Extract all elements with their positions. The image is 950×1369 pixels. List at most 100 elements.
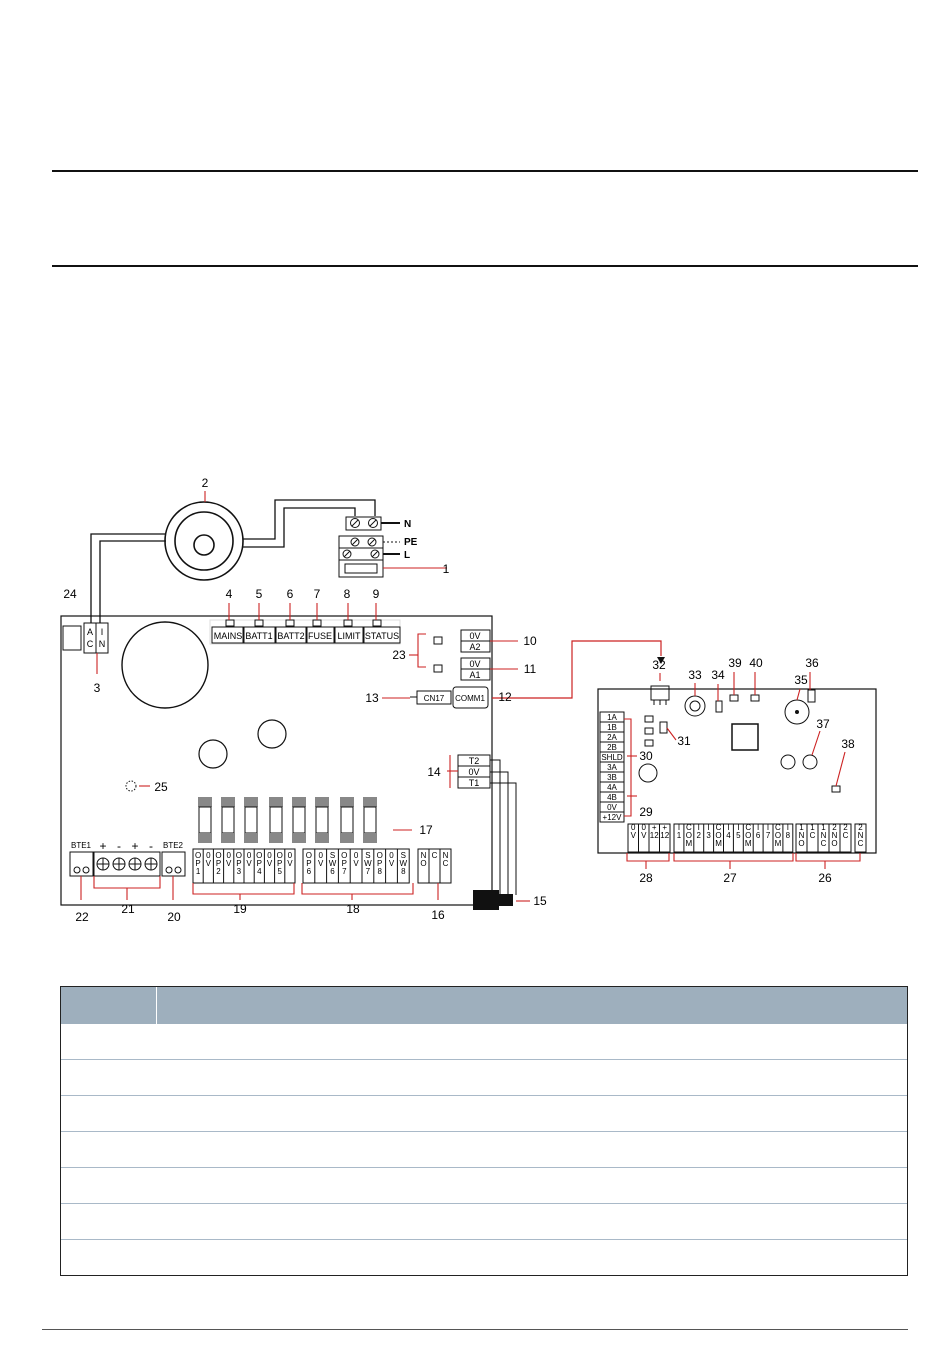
- fuse-holder-top: [269, 797, 283, 807]
- callout-33: 33: [688, 668, 702, 682]
- table-row: [61, 1167, 907, 1204]
- terminal-block-sw: [302, 848, 410, 884]
- right-side-terminals: 0V A2 0V A1 CN17 COMM1 T2 0V T1: [410, 629, 665, 910]
- rs485-terminal-5: 3A: [607, 763, 617, 772]
- callout-10: 10: [523, 634, 537, 648]
- table-header-number: [61, 987, 157, 1024]
- led-fuse: FUSE: [308, 631, 332, 641]
- ac-label-n: N: [99, 639, 106, 649]
- capacitor-1: [257, 719, 287, 749]
- callout-17: 17: [419, 823, 433, 837]
- wiring-diagram: A C I N N PE L: [60, 476, 877, 924]
- fuse-holder-bottom: [198, 833, 212, 843]
- out1-a1: A1: [469, 670, 480, 680]
- callout-6: 6: [287, 587, 294, 601]
- rs485-terminal-1: 1B: [607, 723, 617, 732]
- callout-18: 18: [346, 902, 360, 916]
- callout-29: 29: [639, 805, 653, 819]
- callout-40: 40: [749, 656, 763, 670]
- battery-label-bte1: BTE1: [71, 841, 92, 850]
- fuse-body: [340, 806, 354, 834]
- fuse-holder-top: [292, 797, 306, 807]
- top-rule-2: [52, 265, 918, 267]
- mains-label-l: L: [404, 550, 410, 561]
- callout-25: 25: [154, 780, 168, 794]
- table-cell-description: [156, 1059, 907, 1096]
- led-batt2: BATT2: [277, 631, 304, 641]
- table-row: [61, 1203, 907, 1240]
- callout-24: 24: [63, 587, 77, 601]
- table-row: [61, 1024, 907, 1060]
- fuse-body: [221, 806, 235, 834]
- table-cell-number: [61, 1203, 156, 1240]
- top-rule-1: [52, 170, 918, 172]
- fuse-holder-bottom: [315, 833, 329, 843]
- callout-8: 8: [344, 587, 351, 601]
- battery-label-plus-2: +: [131, 839, 138, 853]
- callout-34: 34: [711, 668, 725, 682]
- callout-3: 3: [94, 681, 101, 695]
- table-cell-description: [156, 1024, 907, 1060]
- status-leds: MAINS BATT1 BATT2 FUSE LIMIT STATUS: [211, 619, 401, 644]
- fuse-body: [363, 806, 377, 834]
- tamper-0v: 0V: [468, 767, 479, 777]
- fuse-body: [198, 806, 212, 834]
- table-header-description: [156, 987, 907, 1024]
- table-cell-description: [156, 1240, 907, 1276]
- out1-0v: 0V: [469, 659, 480, 669]
- fuse-holder-top: [363, 797, 377, 807]
- callout-38: 38: [841, 737, 855, 751]
- table-cell-description: [156, 1131, 907, 1168]
- callout-37: 37: [816, 717, 830, 731]
- callout-numbers: 1 2 3 4 5 6 7 8 9 10 11 12 13 14 15 16 1…: [63, 476, 855, 924]
- table-row: [61, 1240, 907, 1276]
- fuse-holder-top: [315, 797, 329, 807]
- callout-39: 39: [728, 656, 742, 670]
- module-power-terminal-2: +12: [650, 823, 659, 840]
- transformer-large: [121, 621, 209, 709]
- table-cell-description: [156, 1203, 907, 1240]
- legend-table: [61, 987, 907, 1275]
- callout-23: 23: [392, 648, 406, 662]
- led-mains: MAINS: [214, 631, 243, 641]
- callout-4: 4: [226, 587, 233, 601]
- battery-label-minus-2: -: [149, 839, 153, 853]
- callout-7: 7: [314, 587, 321, 601]
- table-body: [61, 1024, 907, 1275]
- toroid-and-wiring: N PE L: [90, 499, 418, 623]
- terminal-block-relay: [417, 848, 452, 884]
- callout-22: 22: [75, 910, 89, 924]
- fuse-body: [244, 806, 258, 834]
- led-status: STATUS: [365, 631, 399, 641]
- fuse-holder-bottom: [340, 833, 354, 843]
- out2-a2: A2: [469, 642, 480, 652]
- table-cell-description: [156, 1095, 907, 1132]
- fuse-holder-top: [244, 797, 258, 807]
- rs485-terminal-3: 2B: [607, 743, 617, 752]
- table-cell-number: [61, 1059, 156, 1096]
- fuse-holder-bottom: [363, 833, 377, 843]
